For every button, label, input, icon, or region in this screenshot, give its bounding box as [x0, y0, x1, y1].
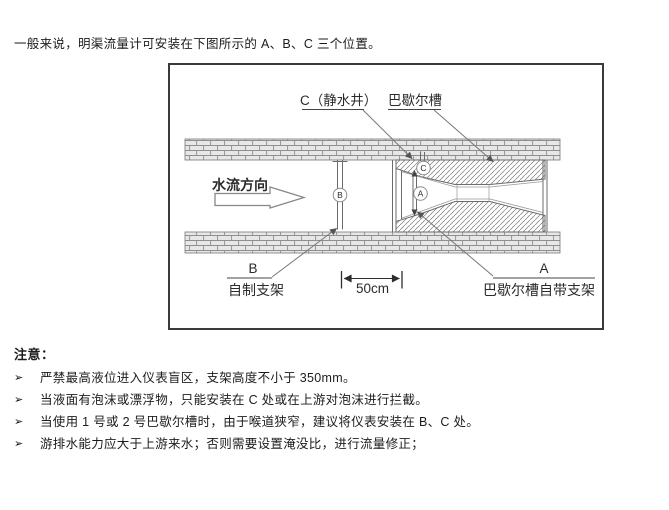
bullet-arrow-icon: ➢ — [14, 394, 24, 406]
intro-paragraph: 一般来说，明渠流量计可安装在下图所示的 A、B、C 三个位置。 — [14, 37, 381, 51]
a-label-leader — [416, 211, 494, 277]
flume-upper-wall — [395, 159, 546, 185]
note-item: ➢ 当液面有泡沫或漂浮物，只能安装在 C 处或在上游对泡沫进行拦截。 — [14, 393, 659, 407]
flume-outlet-plane — [542, 160, 548, 232]
notes-title: 注意： — [14, 347, 55, 362]
b-label-leader — [271, 228, 338, 278]
bullet-arrow-icon: ➢ — [14, 372, 24, 384]
stilling-well-label: C（静水井） — [300, 93, 377, 108]
note-text: 当使用 1 号或 2 号巴歇尔槽时，由于喉道狭窄，建议将仪表安装在 B、C 处。 — [40, 415, 480, 429]
parshall-label-leader — [433, 109, 494, 162]
point-b-marker — [332, 187, 348, 203]
flume-lower-wall-face — [400, 198, 544, 219]
flume-upper-wall-face — [400, 171, 544, 188]
dimension-label: 50cm — [356, 281, 389, 296]
flow-direction-arrow — [214, 186, 307, 209]
note-text: 游排水能力应大于上游来水；否则需要设置淹没比，进行流量修正； — [40, 437, 425, 451]
installation-diagram-frame: C A B 水流方向 C（静水井） 巴歇尔槽 B 自制支架 50cm A 巴歇尔… — [168, 63, 604, 330]
bottom-channel-wall — [184, 231, 561, 254]
a-support-arrow-top — [411, 170, 418, 177]
installation-diagram: C A B 水流方向 C（静水井） 巴歇尔槽 B 自制支架 50cm A 巴歇尔… — [184, 93, 595, 298]
parshall-flume-label: 巴歇尔槽 — [388, 93, 442, 108]
a-callout-letter: A — [539, 261, 548, 276]
point-a-letter: A — [418, 189, 424, 199]
c-well-stub — [420, 152, 425, 161]
c-label-leader — [362, 109, 413, 159]
note-text: 严禁最高液位进入仪表盲区，支架高度不小于 350mm。 — [40, 371, 356, 385]
b-callout-caption: 自制支架 — [228, 282, 284, 298]
flume-lower-wall — [395, 201, 546, 233]
note-item: ➢ 严禁最高液位进入仪表盲区，支架高度不小于 350mm。 — [14, 371, 659, 385]
point-c-letter: C — [420, 163, 426, 173]
a-support-arrow-bottom — [411, 209, 418, 216]
note-text: 当液面有泡沫或漂浮物，只能安装在 C 处或在上游对泡沫进行拦截。 — [40, 393, 429, 407]
flume-throat-joints — [456, 184, 490, 202]
bullet-arrow-icon: ➢ — [14, 438, 24, 450]
flume-inlet-plane — [392, 160, 402, 232]
notes-section: 注意： ➢ 严禁最高液位进入仪表盲区，支架高度不小于 350mm。 ➢ 当液面有… — [14, 344, 659, 451]
bullet-arrow-icon: ➢ — [14, 416, 24, 428]
point-b-letter: B — [337, 190, 343, 200]
point-a-marker — [413, 186, 428, 201]
point-c-marker — [416, 160, 431, 176]
note-item: ➢ 游排水能力应大于上游来水；否则需要设置淹没比，进行流量修正； — [14, 437, 659, 451]
b-callout-letter: B — [248, 261, 257, 276]
a-callout-caption: 巴歇尔槽自带支架 — [483, 282, 595, 298]
dimension-extension-lines — [340, 271, 403, 289]
note-item: ➢ 当使用 1 号或 2 号巴歇尔槽时，由于喉道狭窄，建议将仪表安装在 B、C … — [14, 415, 659, 429]
flow-direction-label: 水流方向 — [212, 177, 268, 193]
upstream-top-channel-wall — [184, 138, 561, 161]
